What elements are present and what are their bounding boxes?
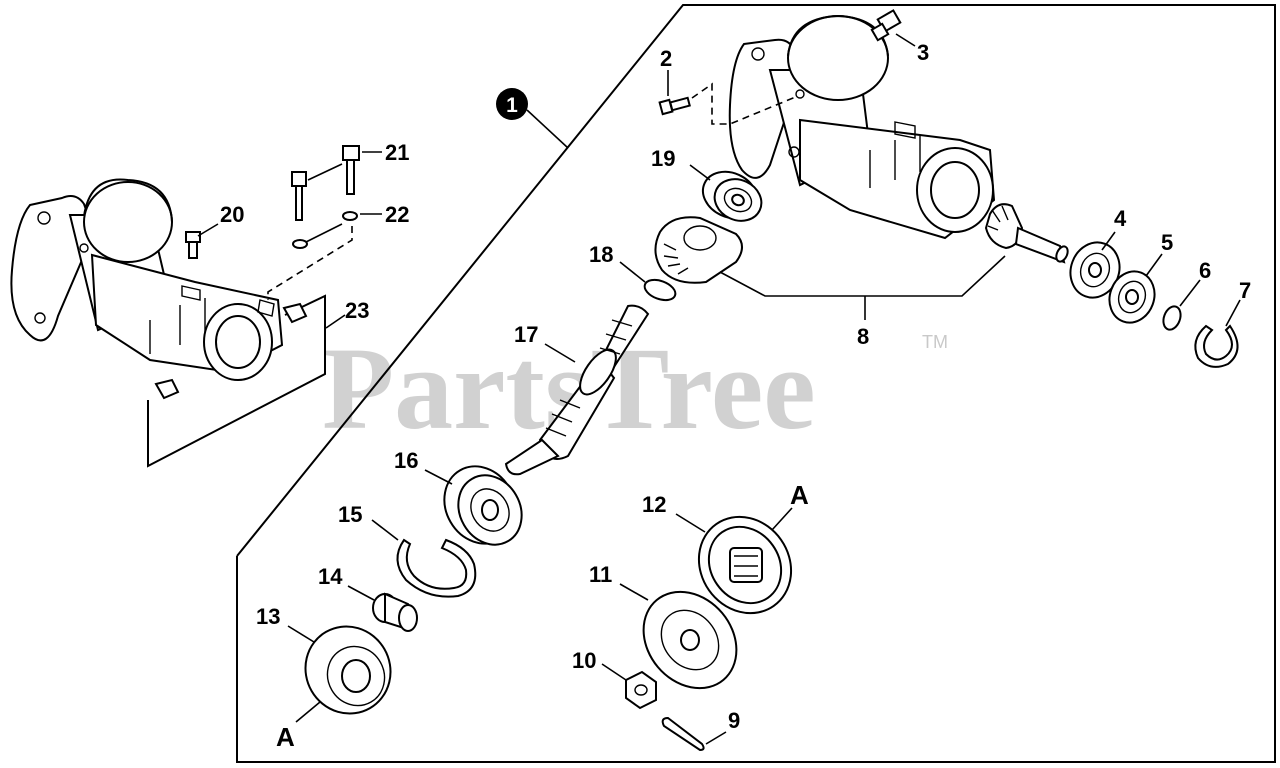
part-23-clip-top: [282, 302, 308, 324]
callout-5: 5: [1161, 230, 1173, 255]
callout-10: 10: [572, 648, 596, 673]
part-8-bevel-gear: [654, 216, 743, 284]
part-7-circlip: [1194, 324, 1239, 368]
right-gear-housing: [728, 14, 996, 240]
callout-20: 20: [220, 202, 244, 227]
part-14-bushing: [372, 592, 418, 632]
callout-22: 22: [385, 202, 409, 227]
part-10-nut: [625, 670, 657, 710]
callout-a-bottom: A: [276, 722, 295, 752]
part-9-cotter-pin: [661, 716, 705, 752]
left-dash-line: [267, 226, 353, 300]
assembly-marker-circle: [496, 88, 528, 120]
callout-11: 11: [589, 562, 612, 587]
callout-2: 2: [660, 46, 672, 71]
callout-21: 21: [385, 140, 409, 165]
part-11-plate: [642, 590, 738, 690]
callout-17: 17: [514, 322, 538, 347]
part-8-pinion-gear: [984, 203, 1069, 264]
part-20-screw: [185, 231, 201, 259]
part-22-washer-a: [292, 239, 308, 249]
callout-15: 15: [338, 502, 362, 527]
part-21-bolts: [291, 145, 360, 221]
part-23-outline: [147, 294, 326, 468]
callout-12: 12: [642, 492, 666, 517]
part-6-ring: [1162, 305, 1182, 331]
part-3-bolt: [870, 9, 902, 42]
part-2-screw: [658, 96, 691, 116]
callout-a-top: A: [790, 480, 809, 510]
callout-7: 7: [1239, 278, 1251, 303]
watermark-trademark: TM: [922, 332, 948, 352]
callout-14: 14: [318, 564, 343, 589]
part-17-shaft: [504, 304, 650, 476]
callout-18: 18: [589, 242, 613, 267]
part-13-holder: [304, 625, 392, 715]
right-dash-line: [691, 82, 799, 125]
part-19-bearing: [701, 170, 763, 222]
callout-23: 23: [345, 298, 369, 323]
part-15-circlip: [396, 538, 477, 598]
part-5-bearing: [1108, 270, 1156, 324]
part-8-bracket: [719, 255, 1006, 297]
assembly-marker-label: 1: [506, 94, 518, 117]
part-12-cup: [697, 515, 793, 615]
part-18-ring: [643, 278, 677, 302]
callout-19: 19: [651, 146, 675, 171]
part-16-bearing: [443, 465, 523, 546]
callout-16: 16: [394, 448, 418, 473]
assembly-frame: [236, 4, 1276, 763]
callout-3: 3: [917, 40, 929, 65]
callout-13: 13: [256, 604, 280, 629]
callout-4: 4: [1114, 206, 1127, 231]
part-23-clip-bottom: [154, 378, 180, 400]
left-gear-housing: [10, 178, 284, 381]
callout-8: 8: [857, 324, 869, 349]
part-4-bearing: [1069, 241, 1121, 299]
leader-lines: [197, 33, 1241, 745]
part-22-washer-b: [342, 211, 358, 221]
callout-9: 9: [728, 708, 740, 733]
callout-6: 6: [1199, 258, 1211, 283]
